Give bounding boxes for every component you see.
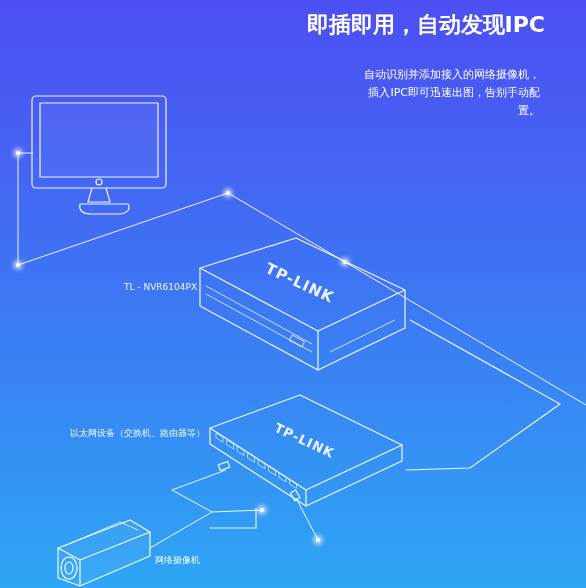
monitor-button — [96, 179, 102, 185]
dot — [316, 538, 320, 542]
dot — [226, 191, 230, 195]
caption: 自动识别并添加接入的网络摄像机， 插入IPC即可迅速出图，告别手动配置。 — [356, 66, 540, 120]
switch-port — [290, 479, 297, 488]
switch-port — [237, 446, 244, 455]
glow-dot — [341, 258, 349, 266]
device-label: TL - NVR6104PX — [124, 282, 197, 293]
camera-lens-inner — [65, 562, 73, 574]
camera-hood — [64, 522, 138, 546]
nvr-device: TL - NVR6104PX — [120, 236, 410, 376]
nvr-vent — [330, 320, 395, 352]
network-cable — [212, 510, 262, 512]
monitor-screen — [40, 103, 158, 177]
switch-port — [258, 459, 265, 468]
switch-device: 以太网设备（交换机、路由器等） — [66, 392, 406, 508]
dot — [16, 151, 20, 155]
device-label: 以太网设备（交换机、路由器等） — [70, 428, 205, 439]
network-link — [406, 320, 560, 470]
line-art — [14, 149, 349, 544]
network-link — [210, 508, 256, 528]
device-label: 网络摄像机 — [155, 555, 200, 566]
rj45-plug — [290, 490, 300, 501]
switch-port — [248, 453, 255, 462]
dot — [260, 508, 264, 512]
monitor-frame — [32, 96, 166, 188]
brand-label: TP-LINK — [263, 259, 337, 306]
glow-dot — [14, 261, 22, 269]
brand-label: TP-LINK — [272, 420, 337, 461]
title: 即插即用，自动发现IPC — [250, 10, 545, 40]
camera-device: 网络摄像机 — [48, 515, 210, 587]
switch-top — [210, 395, 402, 490]
network-cable — [296, 498, 318, 540]
glow-dot — [224, 189, 232, 197]
line-art — [14, 149, 349, 544]
switch-port — [279, 473, 286, 482]
line-art — [18, 96, 586, 586]
glow-dot — [258, 506, 266, 514]
link-line — [18, 153, 19, 265]
monitor-stand — [80, 204, 129, 214]
rj45-plug — [218, 461, 229, 470]
network-cable — [150, 512, 212, 548]
nvr-panel — [206, 286, 312, 352]
nvr-badge — [289, 335, 304, 347]
camera-body — [58, 520, 150, 586]
link-line — [228, 193, 345, 262]
switch-ports — [216, 433, 297, 489]
switch-port — [227, 440, 234, 449]
link-line — [345, 262, 586, 405]
network-cable — [172, 470, 226, 512]
camera-edges — [58, 532, 150, 586]
link-line — [18, 193, 228, 265]
switch-port — [269, 466, 276, 475]
glow-dot — [14, 149, 22, 157]
dot — [343, 260, 347, 264]
glow-dot — [314, 536, 322, 544]
dot — [16, 263, 20, 267]
monitor-neck — [88, 188, 110, 202]
nvr-top — [200, 238, 405, 331]
camera-lens — [61, 557, 77, 579]
switch-port — [216, 433, 223, 442]
